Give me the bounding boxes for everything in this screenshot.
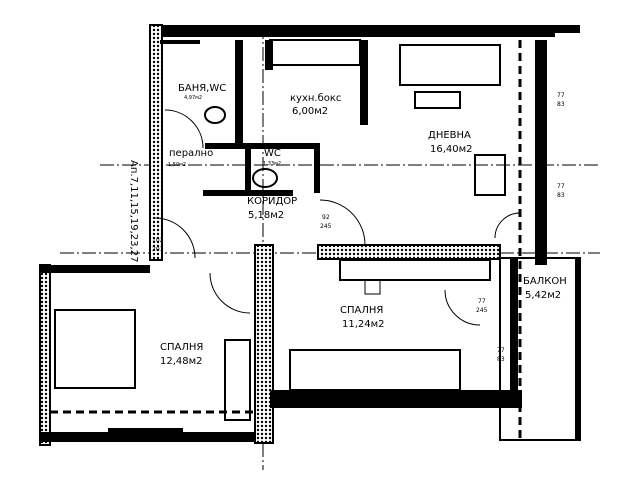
svg-text:1,50м2: 1,50м2 [168, 162, 186, 168]
svg-text:245: 245 [476, 307, 488, 314]
svg-text:102: 102 [152, 237, 164, 244]
room-label-kitchen: кухн.бокс 6,00м2 [290, 93, 341, 117]
svg-text:201: 201 [152, 246, 164, 253]
svg-text:ДНЕВНА: ДНЕВНА [428, 130, 471, 141]
toilet [252, 168, 278, 188]
room-label-bedroom-1: СПАЛНЯ 11,24м2 [340, 305, 385, 330]
doors [154, 109, 521, 326]
kitchen-counter [269, 39, 361, 66]
room-label-corridor: КОРИДОР 5,18м2 [247, 196, 297, 221]
room-label-bedroom-2: СПАЛНЯ 12,48м2 [160, 342, 203, 367]
apartments-label: Ап.7,11,15,19,23,27 [128, 160, 139, 262]
room-label-living: ДНЕВНА 16,40м2 [428, 130, 473, 155]
svg-text:245: 245 [320, 223, 332, 230]
svg-text:перално: перално [169, 148, 213, 159]
sofa [399, 44, 501, 86]
walls [39, 24, 581, 446]
furniture [54, 39, 506, 421]
dining-table [474, 154, 506, 196]
svg-text:11,24м2: 11,24м2 [342, 319, 385, 330]
svg-text:1,33м2: 1,33м2 [263, 161, 281, 167]
svg-text:4,97м2: 4,97м2 [184, 95, 202, 101]
chair [364, 279, 381, 295]
svg-text:5,18м2: 5,18м2 [248, 210, 284, 221]
desk [339, 259, 491, 281]
room-label-wc: WC 1,33м2 [263, 148, 281, 167]
svg-text:кухн.бокс: кухн.бокс [290, 93, 341, 104]
room-label-balcony: БАЛКОН 5,42м2 [523, 276, 567, 301]
svg-text:6,00м2: 6,00м2 [292, 106, 328, 117]
svg-text:12,48м2: 12,48м2 [160, 356, 203, 367]
coffee-table [414, 91, 461, 109]
room-label-laundry: перално 1,50м2 [168, 148, 213, 168]
svg-text:БАЛКОН: БАЛКОН [523, 276, 567, 287]
svg-text:83: 83 [557, 192, 565, 199]
room-label-bathroom: БАНЯ,WC 4,97м2 [178, 83, 226, 101]
wardrobe [224, 339, 251, 421]
svg-text:77: 77 [557, 92, 565, 99]
svg-text:СПАЛНЯ: СПАЛНЯ [340, 305, 383, 316]
svg-text:СПАЛНЯ: СПАЛНЯ [160, 342, 203, 353]
svg-text:92: 92 [322, 214, 330, 221]
svg-text:77: 77 [478, 298, 486, 305]
svg-text:77: 77 [497, 347, 505, 354]
svg-text:БАНЯ,WC: БАНЯ,WC [178, 83, 226, 94]
svg-text:77: 77 [557, 183, 565, 190]
svg-text:83: 83 [497, 356, 505, 363]
svg-text:83: 83 [557, 101, 565, 108]
bed [289, 349, 461, 391]
svg-text:КОРИДОР: КОРИДОР [247, 196, 297, 207]
svg-text:WC: WC [264, 148, 281, 159]
opening-dimensions: 92 245 102 201 77 245 77 83 77 83 77 83 [152, 92, 565, 363]
double-bed [54, 309, 136, 389]
svg-text:16,40м2: 16,40м2 [430, 144, 473, 155]
svg-text:5,42м2: 5,42м2 [525, 290, 561, 301]
toilet [204, 106, 226, 124]
